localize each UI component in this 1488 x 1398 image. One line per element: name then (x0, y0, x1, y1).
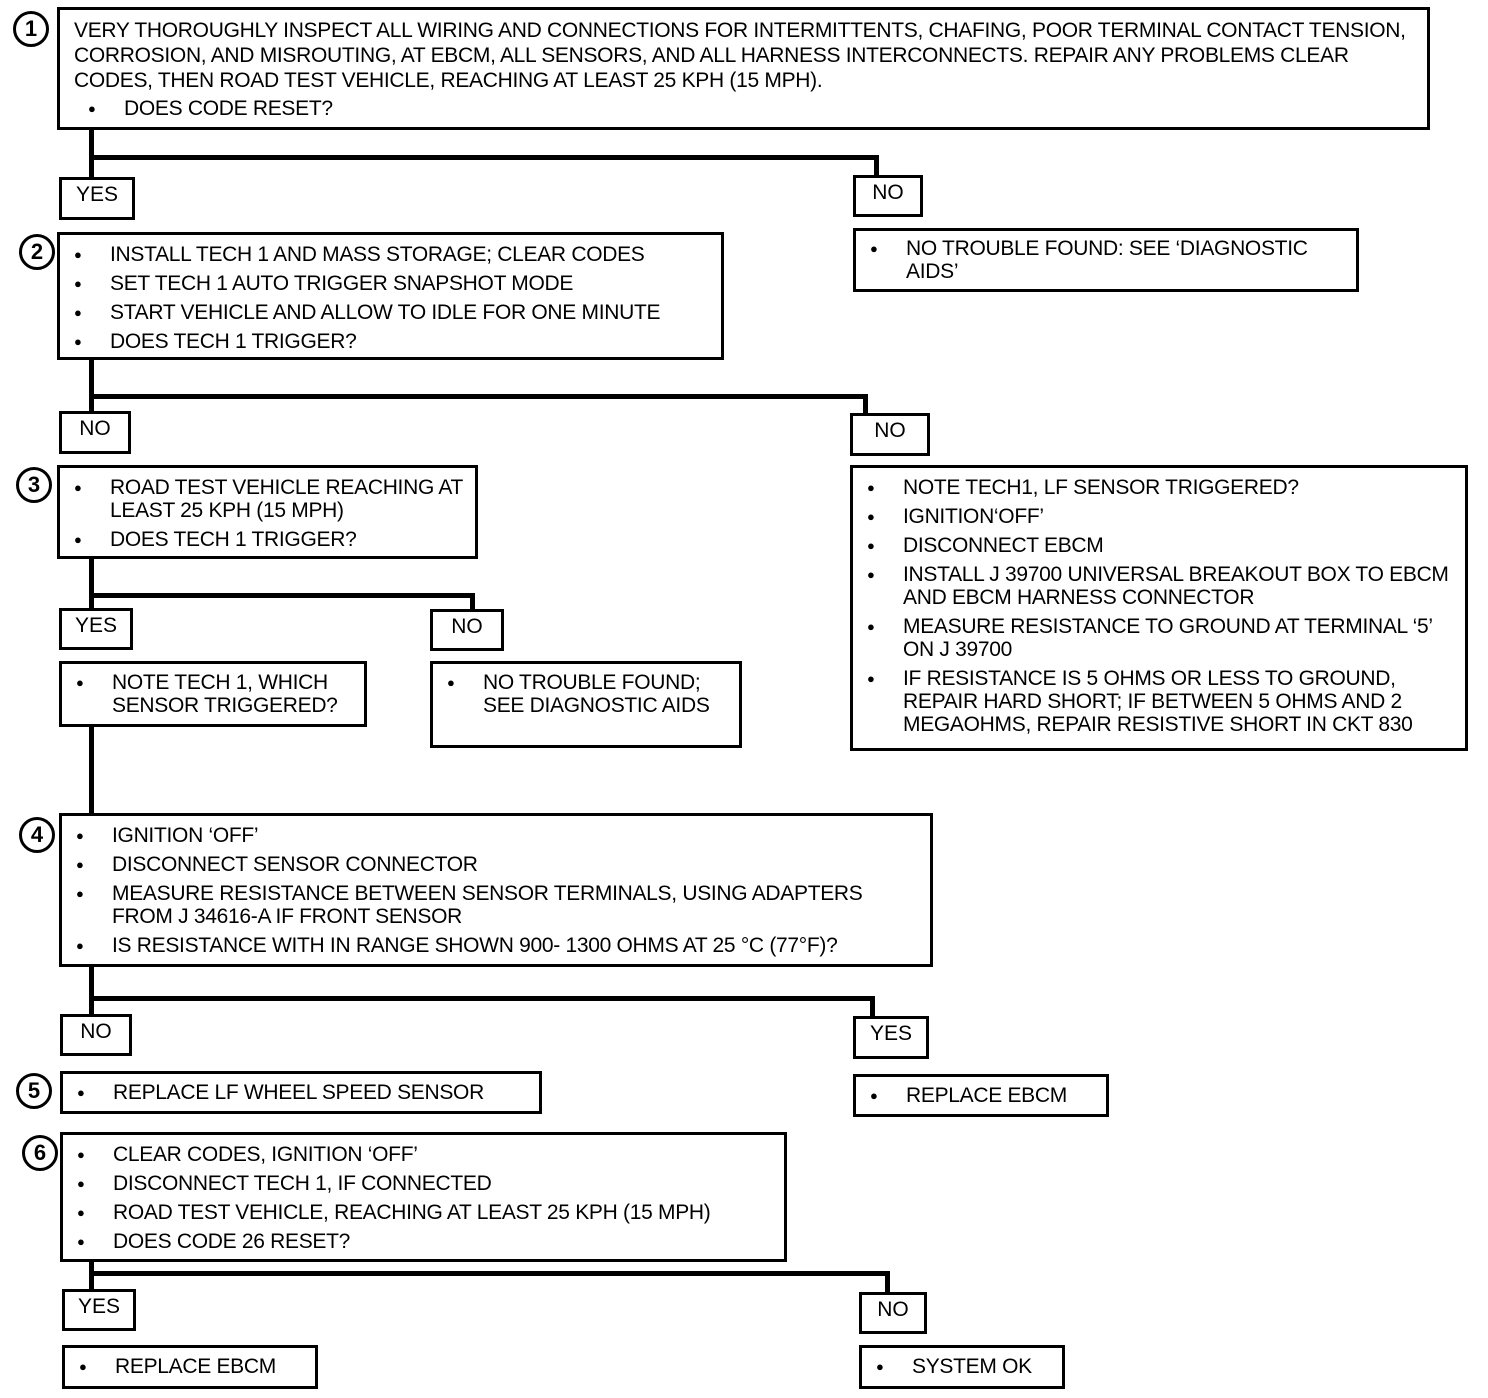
step-2-item: START VEHICLE AND ALLOW TO IDLE FOR ONE … (60, 301, 711, 324)
step-2-result-item: IGNITION‘OFF’ (853, 505, 1457, 528)
step-5-number: 5 (16, 1073, 52, 1109)
connector-line (89, 556, 94, 610)
step-1-number: 1 (13, 11, 49, 47)
connector-line (89, 128, 94, 178)
step-1-no-label: NO (853, 175, 923, 217)
connector-line (89, 996, 875, 1001)
connector-line (89, 964, 94, 1016)
step-6-yes-label: YES (62, 1289, 136, 1331)
connector-line (89, 394, 868, 399)
step-6-box: CLEAR CODES, IGNITION ‘OFF’ DISCONNECT T… (60, 1132, 787, 1262)
step-2-result-item: MEASURE RESISTANCE TO GROUND AT TERMINAL… (853, 615, 1457, 661)
step-2-no-left-label: NO (59, 411, 131, 454)
step-4-box: IGNITION ‘OFF’ DISCONNECT SENSOR CONNECT… (59, 813, 933, 967)
step-4-item: IGNITION ‘OFF’ (62, 824, 920, 847)
step-2-result-item: NOTE TECH1, LF SENSOR TRIGGERED? (853, 476, 1457, 499)
step-6-yes-result-item: REPLACE EBCM (65, 1355, 307, 1378)
step-3-number: 3 (16, 467, 52, 503)
step-6-item: ROAD TEST VEHICLE, REACHING AT LEAST 25 … (63, 1201, 776, 1224)
connector-line (863, 394, 868, 414)
step-5-item: REPLACE LF WHEEL SPEED SENSOR (63, 1081, 531, 1104)
step-2-no-result-box: NOTE TECH1, LF SENSOR TRIGGERED? IGNITIO… (850, 465, 1468, 751)
connector-line (89, 1271, 890, 1276)
connector-line (885, 1271, 890, 1294)
step-3-no-result-item: NO TROUBLE FOUND; SEE DIAGNOSTIC AIDS (433, 671, 729, 717)
step-2-box: INSTALL TECH 1 AND MASS STORAGE; CLEAR C… (57, 232, 724, 360)
connector-line (870, 996, 875, 1018)
step-4-item: DISCONNECT SENSOR CONNECTOR (62, 853, 920, 876)
step-1-text: VERY THOROUGHLY INSPECT ALL WIRING AND C… (74, 19, 1406, 92)
step-1-no-result-box: NO TROUBLE FOUND: SEE ‘DIAGNOSTIC AIDS’ (853, 228, 1359, 292)
step-1-question: DOES CODE RESET? (74, 97, 1413, 120)
step-6-no-label: NO (859, 1292, 927, 1334)
connector-line (874, 155, 879, 177)
step-2-number: 2 (19, 234, 55, 270)
step-2-no-right-label: NO (850, 413, 930, 456)
step-3-item: ROAD TEST VEHICLE REACHING AT LEAST 25 K… (60, 476, 465, 522)
step-1-box: VERY THOROUGHLY INSPECT ALL WIRING AND C… (57, 7, 1430, 130)
step-3-no-result-box: NO TROUBLE FOUND; SEE DIAGNOSTIC AIDS (430, 661, 742, 748)
step-2-item: SET TECH 1 AUTO TRIGGER SNAPSHOT MODE (60, 272, 711, 295)
step-4-yes-result-box: REPLACE EBCM (853, 1074, 1109, 1117)
step-6-item: DOES CODE 26 RESET? (63, 1230, 776, 1253)
step-4-number: 4 (19, 817, 55, 853)
step-6-number: 6 (22, 1135, 58, 1171)
step-6-no-result-box: SYSTEM OK (859, 1345, 1065, 1389)
step-3-yes-label: YES (59, 608, 133, 650)
step-3-item: DOES TECH 1 TRIGGER? (60, 528, 465, 551)
step-2-item: INSTALL TECH 1 AND MASS STORAGE; CLEAR C… (60, 243, 711, 266)
step-2-result-item: DISCONNECT EBCM (853, 534, 1457, 557)
step-2-result-item: IF RESISTANCE IS 5 OHMS OR LESS TO GROUN… (853, 667, 1457, 736)
connector-line (89, 725, 94, 815)
step-4-no-label: NO (60, 1014, 132, 1056)
connector-line (89, 155, 879, 160)
step-4-item: IS RESISTANCE WITH IN RANGE SHOWN 900- 1… (62, 934, 920, 957)
step-4-item: MEASURE RESISTANCE BETWEEN SENSOR TERMIN… (62, 882, 920, 928)
step-2-result-item: INSTALL J 39700 UNIVERSAL BREAKOUT BOX T… (853, 563, 1457, 609)
step-4-yes-label: YES (853, 1016, 929, 1059)
connector-line (470, 593, 475, 611)
connector-line (89, 593, 475, 598)
step-1-no-result-item: NO TROUBLE FOUND: SEE ‘DIAGNOSTIC AIDS’ (856, 237, 1342, 283)
step-3-no-label: NO (430, 609, 504, 651)
step-1-yes-label: YES (59, 177, 135, 220)
connector-line (89, 357, 94, 414)
step-6-item: CLEAR CODES, IGNITION ‘OFF’ (63, 1143, 776, 1166)
step-3-yes-result-item: NOTE TECH 1, WHICH SENSOR TRIGGERED? (62, 671, 354, 717)
step-6-no-result-item: SYSTEM OK (862, 1355, 1054, 1378)
step-3-box: ROAD TEST VEHICLE REACHING AT LEAST 25 K… (57, 465, 478, 559)
step-2-item: DOES TECH 1 TRIGGER? (60, 330, 711, 353)
step-3-yes-result-box: NOTE TECH 1, WHICH SENSOR TRIGGERED? (59, 661, 367, 727)
step-4-yes-result-item: REPLACE EBCM (856, 1084, 1098, 1107)
step-5-box: REPLACE LF WHEEL SPEED SENSOR (60, 1071, 542, 1114)
step-6-yes-result-box: REPLACE EBCM (62, 1345, 318, 1389)
step-6-item: DISCONNECT TECH 1, IF CONNECTED (63, 1172, 776, 1195)
